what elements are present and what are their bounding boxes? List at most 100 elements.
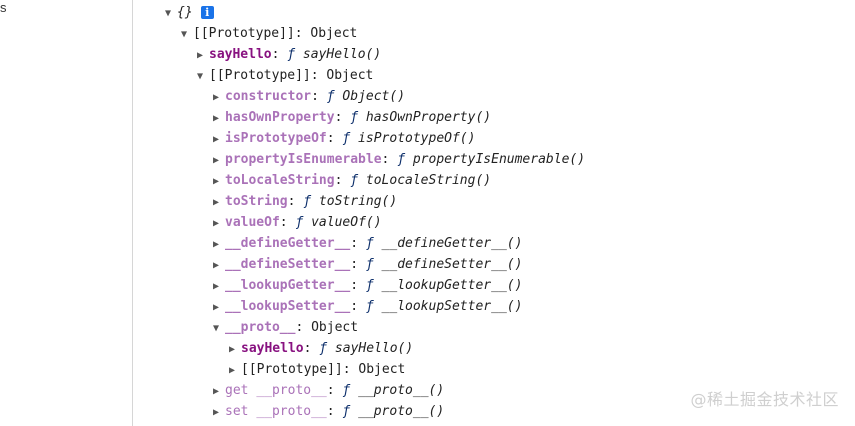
function-name: sayHello() xyxy=(327,341,414,356)
collapsed-triangle-icon[interactable]: ▶ xyxy=(213,302,220,313)
tree-row[interactable]: ▶__lookupGetter__: ƒ __lookupGetter__() xyxy=(213,275,522,296)
function-name: hasOwnProperty() xyxy=(358,110,492,125)
property-key: __proto__ xyxy=(256,383,327,398)
function-name: Object() xyxy=(334,89,406,104)
tree-row[interactable]: ▶__lookupSetter__: ƒ __lookupSetter__() xyxy=(213,296,522,317)
collapsed-triangle-icon[interactable]: ▶ xyxy=(213,92,220,103)
collapsed-triangle-icon[interactable]: ▶ xyxy=(197,50,204,61)
tree-row[interactable]: ▶ propertyIsEnumerable: ƒ propertyIsEnume… xyxy=(213,149,585,170)
function-icon: ƒ xyxy=(397,152,406,167)
separator: : xyxy=(334,173,351,188)
function-name: __defineGetter__() xyxy=(373,236,523,251)
tree-row[interactable]: ▶ __defineSetter__: ƒ __defineSetter__() xyxy=(213,254,522,275)
function-name: __defineSetter__() xyxy=(373,257,523,272)
property-value: Object xyxy=(311,320,359,335)
function-name: __proto__() xyxy=(350,404,445,419)
object-tree: ▼{}i ▼[[Prototype]]: Object ▶sayHello: ƒ… xyxy=(133,0,855,426)
separator: : xyxy=(271,47,288,62)
collapsed-triangle-icon[interactable]: ▶ xyxy=(213,218,220,229)
separator: : xyxy=(303,341,320,356)
tree-row[interactable]: ▶toLocaleString: ƒ toLocaleString() xyxy=(213,170,491,191)
tree-row[interactable]: ▼[[Prototype]]: Object xyxy=(197,65,373,86)
tree-row[interactable]: ▶sayHello: ƒ sayHello() xyxy=(229,338,413,359)
property-key: toString xyxy=(225,194,288,209)
function-icon: ƒ xyxy=(365,257,374,272)
tree-row[interactable]: ▶isPrototypeOf: ƒ isPrototypeOf() xyxy=(213,128,475,149)
property-key: [[Prototype]] xyxy=(193,26,295,41)
function-icon: ƒ xyxy=(365,299,374,314)
property-key: __defineSetter__ xyxy=(225,257,351,272)
separator: : xyxy=(350,278,366,293)
function-icon: ƒ xyxy=(303,194,312,209)
left-pane: s xyxy=(0,0,133,426)
separator: : xyxy=(381,152,398,167)
property-value: Object xyxy=(358,362,406,377)
tree-row[interactable]: ▼[[Prototype]]: Object xyxy=(181,23,357,44)
property-key: [[Prototype]] xyxy=(241,362,343,377)
watermark: @稀土掘金技术社区 xyxy=(690,390,839,409)
collapsed-triangle-icon[interactable]: ▶ xyxy=(213,239,220,250)
expanded-triangle-icon[interactable]: ▼ xyxy=(213,323,220,334)
tree-row[interactable]: ▶valueOf: ƒ valueOf() xyxy=(213,212,382,233)
property-key: [[Prototype]] xyxy=(209,68,311,83)
separator: : xyxy=(326,383,343,398)
collapsed-triangle-icon[interactable]: ▶ xyxy=(213,281,220,292)
expanded-triangle-icon[interactable]: ▼ xyxy=(181,29,188,40)
function-icon: ƒ xyxy=(319,341,328,356)
property-key: __proto__ xyxy=(256,404,327,419)
separator: : xyxy=(342,362,359,377)
property-key: sayHello xyxy=(209,47,272,62)
tree-row[interactable]: ▶get __proto__: ƒ __proto__() xyxy=(213,380,444,401)
collapsed-triangle-icon[interactable]: ▶ xyxy=(213,260,220,271)
accessor-prefix: set xyxy=(225,404,257,419)
function-name: valueOf() xyxy=(303,215,382,230)
info-icon[interactable]: i xyxy=(200,6,214,19)
function-icon: ƒ xyxy=(342,131,351,146)
function-name: sayHello() xyxy=(295,47,382,62)
tree-row-root[interactable]: ▼ {} i xyxy=(165,2,214,23)
function-name: propertyIsEnumerable() xyxy=(405,152,586,167)
tree-row[interactable]: ▶constructor: ƒ Object() xyxy=(213,86,405,107)
property-key: toLocaleString xyxy=(225,173,335,188)
property-key: __defineGetter__ xyxy=(225,236,351,251)
separator: : xyxy=(334,110,351,125)
separator: : xyxy=(350,236,366,251)
root-object-label: {} xyxy=(177,5,193,20)
collapsed-triangle-icon[interactable]: ▶ xyxy=(213,407,220,418)
function-icon: ƒ xyxy=(342,404,351,419)
function-name: toString() xyxy=(311,194,398,209)
function-icon: ƒ xyxy=(342,383,351,398)
collapsed-triangle-icon[interactable]: ▶ xyxy=(213,134,220,145)
tree-row[interactable]: ▶toString: ƒ toString() xyxy=(213,191,397,212)
expanded-triangle-icon[interactable]: ▼ xyxy=(197,71,204,82)
function-icon: ƒ xyxy=(350,110,359,125)
accessor-prefix: get xyxy=(225,383,257,398)
collapsed-triangle-icon[interactable]: ▶ xyxy=(213,176,220,187)
tree-row[interactable]: ▶ set __proto__: ƒ __proto__() xyxy=(213,401,444,422)
collapsed-triangle-icon[interactable]: ▶ xyxy=(213,197,220,208)
separator: : xyxy=(326,131,343,146)
property-key: constructor xyxy=(225,89,312,104)
expanded-triangle-icon[interactable]: ▼ xyxy=(165,8,172,19)
collapsed-triangle-icon[interactable]: ▶ xyxy=(213,155,220,166)
property-key: __lookupGetter__ xyxy=(225,278,351,293)
collapsed-triangle-icon[interactable]: ▶ xyxy=(213,386,220,397)
separator: : xyxy=(326,404,343,419)
collapsed-triangle-icon[interactable]: ▶ xyxy=(213,113,220,124)
separator: : xyxy=(295,320,312,335)
collapsed-triangle-icon[interactable]: ▶ xyxy=(229,344,236,355)
tree-row[interactable]: ▶sayHello: ƒ sayHello() xyxy=(197,44,381,65)
collapsed-triangle-icon[interactable]: ▶ xyxy=(229,365,236,376)
property-key: propertyIsEnumerable xyxy=(225,152,382,167)
tree-row[interactable]: ▶ [[Prototype]]: Object xyxy=(229,359,405,380)
function-name: isPrototypeOf() xyxy=(350,131,476,146)
function-icon: ƒ xyxy=(326,89,335,104)
tree-row[interactable]: ▶ __defineGetter__: ƒ __defineGetter__() xyxy=(213,233,522,254)
separator: : xyxy=(350,257,366,272)
separator: : xyxy=(279,215,296,230)
property-key: __lookupSetter__ xyxy=(225,299,351,314)
property-value: Object xyxy=(326,68,374,83)
function-icon: ƒ xyxy=(365,236,374,251)
tree-row[interactable]: ▶hasOwnProperty: ƒ hasOwnProperty() xyxy=(213,107,491,128)
tree-row[interactable]: ▼__proto__: Object xyxy=(213,317,358,338)
